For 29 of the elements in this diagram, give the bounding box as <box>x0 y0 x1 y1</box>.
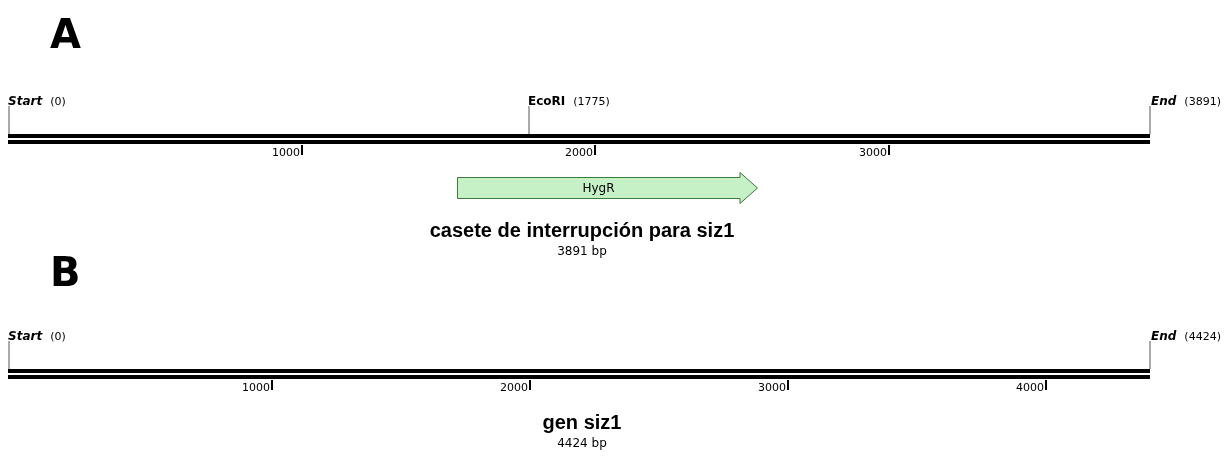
leader-line <box>8 340 10 370</box>
site-position: (3891) <box>1184 95 1221 108</box>
scale-number: 1000 <box>272 147 300 159</box>
site-position: (4424) <box>1184 330 1221 343</box>
leader-line <box>1149 340 1151 370</box>
scale-number: 3000 <box>859 147 887 159</box>
scale-number: 2000 <box>565 147 593 159</box>
leader-line <box>528 105 530 135</box>
construct-title: gen siz1 <box>541 410 623 434</box>
scale-number: 4000 <box>1016 382 1044 394</box>
site-name: Start <box>8 329 43 343</box>
site-position: (0) <box>50 330 66 343</box>
scale-number: 2000 <box>500 382 528 394</box>
scale-number: 3000 <box>758 382 786 394</box>
scale-number: 1000 <box>242 382 270 394</box>
construct-title: casete de interrupción para siz1 <box>428 218 736 242</box>
leader-line <box>1149 105 1151 135</box>
feature-label: HygR <box>581 180 616 196</box>
site-name: EcoRI <box>528 94 566 108</box>
length-label: 3891 bp <box>556 243 608 259</box>
site-position: (0) <box>50 95 66 108</box>
length-label: 4424 bp <box>556 435 608 451</box>
panel-letter: B <box>50 250 81 294</box>
site-name: End <box>1151 329 1177 343</box>
site-name: Start <box>8 94 43 108</box>
site-name: End <box>1151 94 1177 108</box>
leader-line <box>8 105 10 135</box>
site-position: (1775) <box>573 95 610 108</box>
panel-letter: A <box>50 12 81 56</box>
